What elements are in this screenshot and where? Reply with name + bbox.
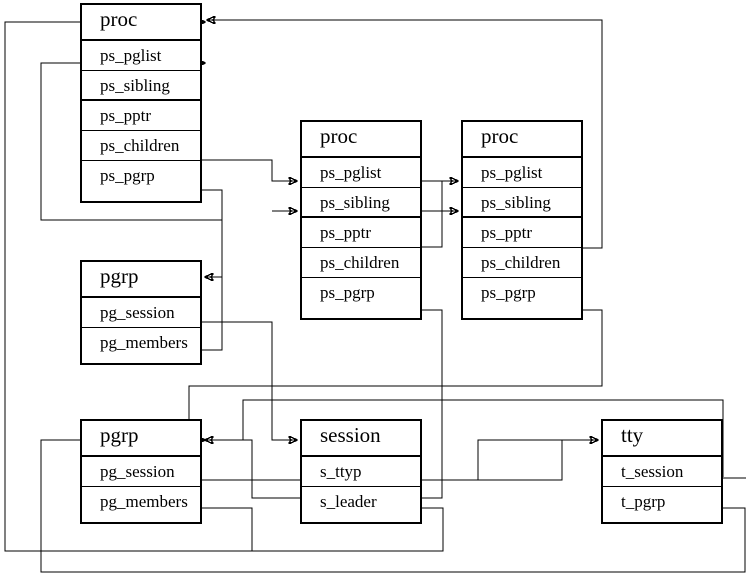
field-ps-pglist[interactable]: ps_pglist [82,41,200,71]
struct-title: session [320,423,381,447]
edge-proc2-pptr-loop [422,181,443,248]
field-ps-pptr[interactable]: ps_pptr [302,218,420,248]
struct-box-proc-2[interactable]: proc ps_pglist ps_sibling ps_pptr ps_chi… [300,120,422,320]
field-ps-sibling[interactable]: ps_sibling [463,188,581,218]
field-pg-members[interactable]: pg_members [100,333,188,352]
edge-proc1-children-to-proc2-pglist [202,159,297,181]
edge-proc1-pgrp-to-pgrp1 [202,189,223,277]
field-ps-pptr[interactable]: ps_pptr [463,218,581,248]
struct-title: tty [621,423,644,447]
struct-title: pgrp [100,423,139,447]
field-ps-pgrp[interactable]: ps_pgrp [100,166,155,185]
field-ps-pgrp[interactable]: ps_pgrp [320,283,375,302]
field-pg-session[interactable]: pg_session [82,298,200,328]
field-t-session[interactable]: t_session [603,457,721,487]
field-ps-pglist[interactable]: ps_pglist [302,158,420,188]
struct-title: proc [320,124,358,148]
struct-box-tty[interactable]: tty t_session t_pgrp [601,419,723,524]
edge-pgrp1-session-to-session [202,321,297,440]
struct-box-session[interactable]: session s_ttyp s_leader [300,419,422,524]
struct-box-pgrp-2[interactable]: pgrp pg_session pg_members [80,419,202,524]
field-ps-pgrp[interactable]: ps_pgrp [481,283,536,302]
field-ps-children[interactable]: ps_children [302,248,420,278]
field-ps-pglist[interactable]: ps_pglist [463,158,581,188]
field-s-ttyp[interactable]: s_ttyp [302,457,420,487]
struct-title: proc [100,7,138,31]
struct-title: proc [481,124,519,148]
struct-box-proc-3[interactable]: proc ps_pglist ps_sibling ps_pptr ps_chi… [461,120,583,320]
field-pg-members[interactable]: pg_members [100,492,188,511]
field-pg-session[interactable]: pg_session [82,457,200,487]
field-s-leader[interactable]: s_leader [320,492,377,511]
field-ps-sibling[interactable]: ps_sibling [302,188,420,218]
struct-title: pgrp [100,264,139,288]
field-ps-children[interactable]: ps_children [463,248,581,278]
field-ps-children[interactable]: ps_children [82,131,200,161]
edge-session-ttyp-to-tty [422,440,598,481]
field-t-pgrp[interactable]: t_pgrp [621,492,666,511]
field-ps-pptr[interactable]: ps_pptr [82,101,200,131]
struct-box-pgrp-1[interactable]: pgrp pg_session pg_members [80,260,202,365]
field-ps-sibling[interactable]: ps_sibling [82,71,200,101]
struct-box-proc-1[interactable]: proc ps_pglist ps_sibling ps_pptr ps_chi… [80,3,202,203]
